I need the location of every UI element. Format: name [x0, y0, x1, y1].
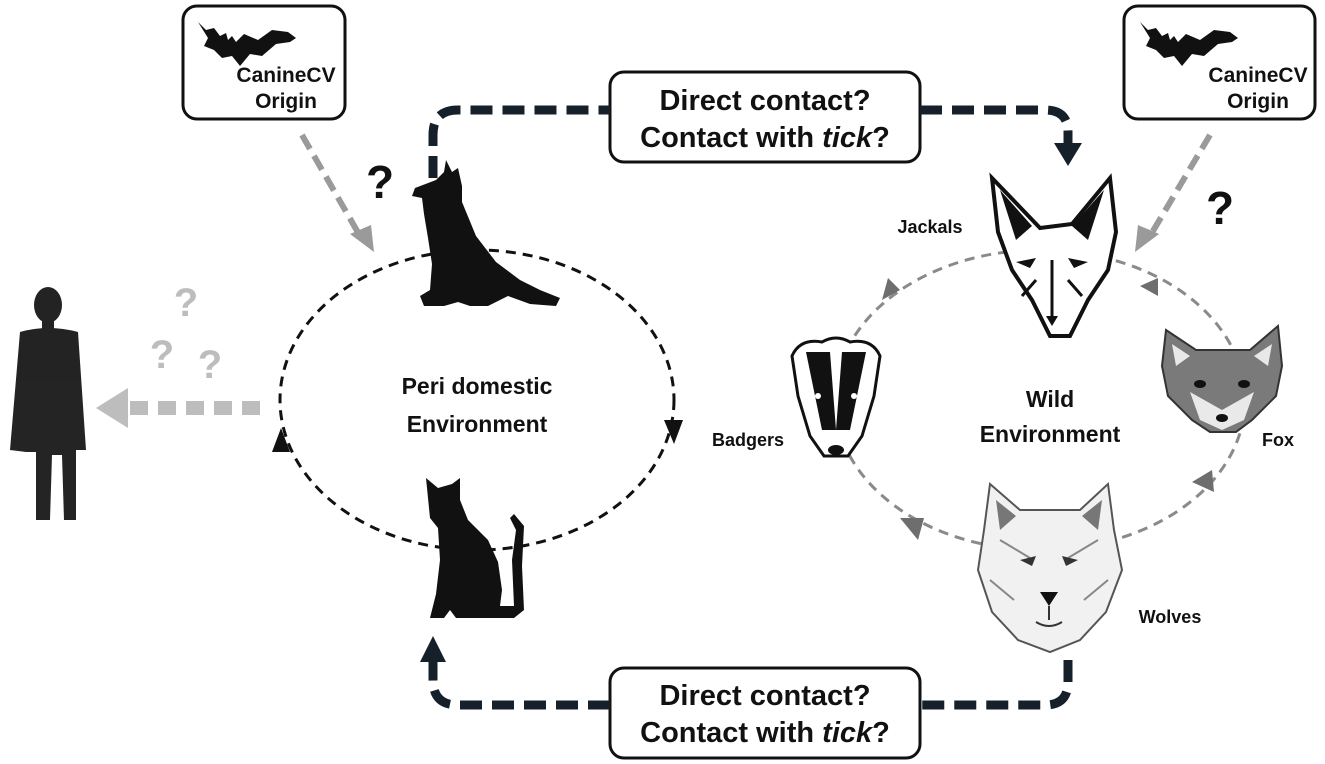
jackal-head-icon — [989, 172, 1119, 338]
wolf-head-icon — [976, 481, 1124, 654]
contact-box-top: Direct contact? Contact with tick? — [608, 70, 922, 164]
bat-icon — [1140, 22, 1238, 66]
contact-box-bottom: Direct contact? Contact with tick? — [608, 666, 922, 760]
human-silhouette-icon — [10, 287, 86, 520]
origin-left-line2: Origin — [255, 90, 317, 113]
peri-environment-line2: Environment — [407, 411, 548, 437]
origin-left-line1: CanineCV — [236, 64, 335, 87]
human-question-mark-3: ? — [198, 343, 222, 387]
bat-icon — [198, 22, 296, 66]
top-connector-arrowhead — [1054, 143, 1082, 166]
origin-box-right: CanineCV Origin — [1122, 4, 1317, 121]
top-contact-connector — [428, 105, 1073, 178]
wild-environment-line1: Wild — [1026, 386, 1074, 412]
human-question-mark-1: ? — [174, 281, 198, 325]
contact-top-line2: Contact with tick? — [640, 122, 890, 154]
wolves-label: Wolves — [1139, 607, 1202, 627]
contact-bottom-line1: Direct contact? — [659, 680, 870, 712]
human-question-mark-2: ? — [150, 333, 174, 377]
fox-label: Fox — [1262, 430, 1294, 450]
human-transmission-arrow — [96, 388, 260, 428]
jackals-label: Jackals — [897, 217, 962, 237]
bottom-contact-connector — [428, 660, 1073, 710]
badger-head-icon — [790, 336, 882, 458]
badgers-label: Badgers — [712, 430, 784, 450]
cat-silhouette-icon — [426, 478, 524, 618]
origin-right-line1: CanineCV — [1208, 64, 1307, 87]
dog-silhouette-icon — [412, 160, 560, 306]
fox-head-icon — [1160, 323, 1284, 433]
origin-right-arrowhead — [1135, 225, 1159, 252]
wild-environment-line2: Environment — [980, 421, 1121, 447]
origin-left-arrowhead — [350, 225, 374, 252]
contact-bottom-line2: Contact with tick? — [640, 717, 890, 749]
dog-question-mark: ? — [366, 156, 394, 208]
peri-environment-line1: Peri domestic — [402, 373, 553, 399]
origin-arrows — [299, 133, 1213, 238]
origin-box-left: CanineCV Origin — [181, 4, 347, 121]
origin-right-line2: Origin — [1227, 90, 1289, 113]
wild-question-mark: ? — [1206, 182, 1234, 234]
bottom-connector-arrowhead — [420, 636, 446, 662]
contact-top-line1: Direct contact? — [659, 85, 870, 117]
